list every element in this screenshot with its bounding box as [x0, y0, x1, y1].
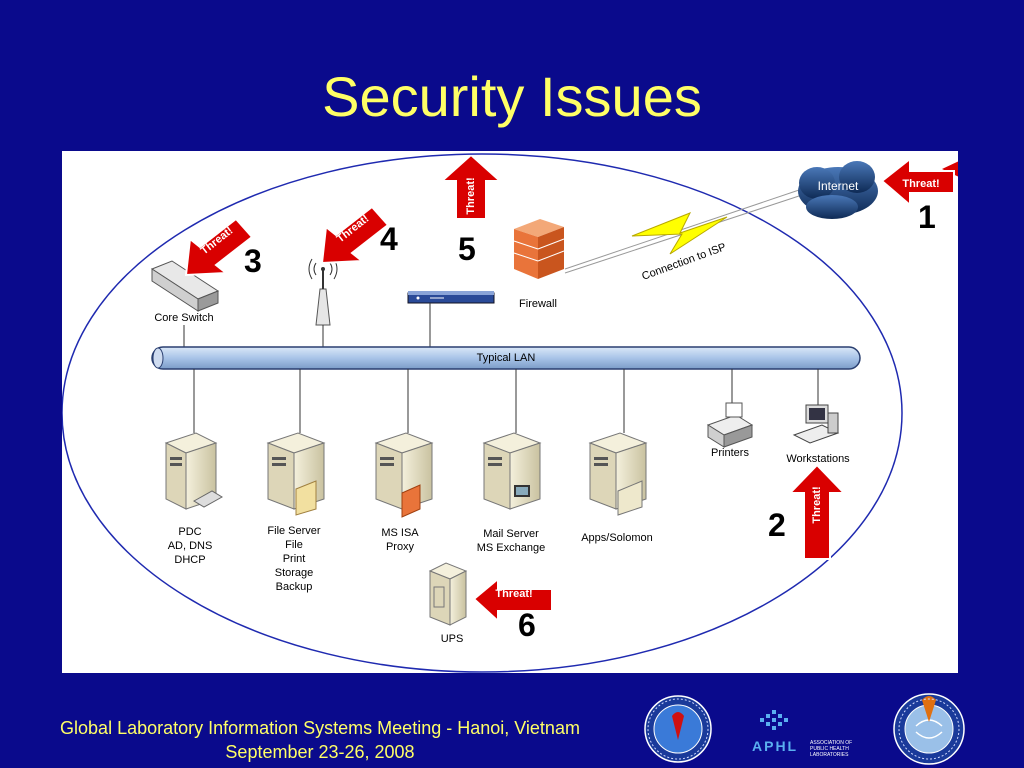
- server-label-file: File Server File Print Storage Backup: [254, 524, 334, 594]
- threat-arrow-3-icon: [184, 217, 254, 277]
- file-server-icon: [266, 432, 326, 516]
- mail-server-icon: [482, 432, 542, 510]
- server-label-isa: MS ISA Proxy: [360, 526, 440, 554]
- firewall-icon: [513, 219, 565, 279]
- server-label-mail: Mail Server MS Exchange: [466, 527, 556, 555]
- server-line: MS Exchange: [476, 542, 546, 554]
- aphl-subtitle-1: ASSOCIATION OF: [810, 740, 853, 746]
- internet-cloud-icon: [798, 161, 878, 219]
- server-line: AD, DNS: [167, 540, 213, 552]
- threat-label-2: Threat!: [811, 486, 823, 524]
- printer-icon: [706, 402, 754, 448]
- server-line: DHCP: [174, 554, 206, 566]
- threat-number-2: 2: [768, 507, 786, 543]
- server-line: File Server: [267, 525, 321, 537]
- lan-bar: [151, 346, 861, 370]
- internet-label: Internet: [817, 179, 859, 193]
- threat-label-6: Threat!: [495, 588, 533, 600]
- aphl-wordmark: APHL: [752, 738, 799, 754]
- lan-label: Typical LAN: [476, 352, 536, 364]
- aphl-subtitle-2: PUBLIC HEALTH LABORATORIES: [810, 746, 849, 758]
- server-line: Storage: [274, 567, 314, 579]
- printers-label: Printers: [711, 447, 749, 459]
- diagram-canvas: [62, 153, 958, 673]
- network-boundary-ellipse: [62, 153, 903, 673]
- server-line: Apps/Solomon: [581, 532, 653, 544]
- firewall-label: Firewall: [519, 298, 557, 310]
- apps-server-icon: [588, 432, 648, 516]
- workstations-label: Workstations: [786, 453, 850, 465]
- pdc-server-icon: [164, 432, 223, 510]
- server-line: Print: [282, 553, 306, 565]
- threat-arrow-5-icon: [440, 155, 502, 220]
- isa-server-icon: [374, 432, 434, 518]
- ministry-seal-logo: [644, 695, 712, 763]
- threat-number-4: 4: [380, 221, 398, 257]
- server-label-apps: Apps/Solomon: [572, 531, 662, 545]
- threat-number-5: 5: [458, 231, 476, 267]
- threat-number-3: 3: [244, 243, 262, 279]
- ups-label: UPS: [440, 633, 464, 645]
- slide-title: Security Issues: [322, 65, 702, 128]
- server-line: File: [285, 539, 303, 551]
- footer-line-1: Global Laboratory Information Systems Me…: [60, 718, 580, 738]
- threat-arrow-1-icon: [882, 157, 955, 208]
- server-line: Backup: [275, 581, 313, 593]
- server-line: MS ISA: [381, 527, 419, 539]
- threat-label-5: Threat!: [465, 177, 477, 215]
- server-line: Mail Server: [483, 528, 539, 540]
- server-line: Proxy: [385, 541, 415, 553]
- aphl-subtitle: ASSOCIATION OF PUBLIC HEALTH LABORATORIE…: [810, 740, 872, 758]
- core-switch-icon: [150, 260, 220, 312]
- aphl-logo: APHL ASSOCIATION OF PUBLIC HEALTH LABORA…: [752, 708, 872, 762]
- cdc-global-seal-logo: [893, 693, 965, 765]
- threat-arrow-4-icon: [320, 205, 390, 265]
- footer-line-2: September 23-26, 2008: [225, 742, 415, 762]
- lightning-icon: [631, 212, 728, 255]
- threat-number-6: 6: [518, 607, 536, 643]
- aphl-grid-icon: [760, 710, 788, 730]
- footer: Global Laboratory Information Systems Me…: [0, 716, 640, 764]
- isp-link-line: [564, 188, 803, 270]
- server-label-pdc: PDC AD, DNS DHCP: [150, 525, 230, 567]
- threat-number-1: 1: [918, 199, 936, 235]
- threat-arrow-2-icon: [788, 465, 846, 560]
- network-diagram: Threat! Threat! Threat! Threat! Threat! …: [62, 151, 958, 673]
- server-line: PDC: [178, 526, 202, 538]
- core-switch-label: Core Switch: [154, 312, 214, 324]
- ups-icon: [428, 562, 468, 626]
- wireless-ap-icon: [308, 258, 338, 326]
- threat-arrow-6-icon: [474, 577, 553, 624]
- router-icon: [407, 291, 495, 304]
- workstation-icon: [792, 404, 840, 444]
- threat-label-1: Threat!: [902, 178, 940, 190]
